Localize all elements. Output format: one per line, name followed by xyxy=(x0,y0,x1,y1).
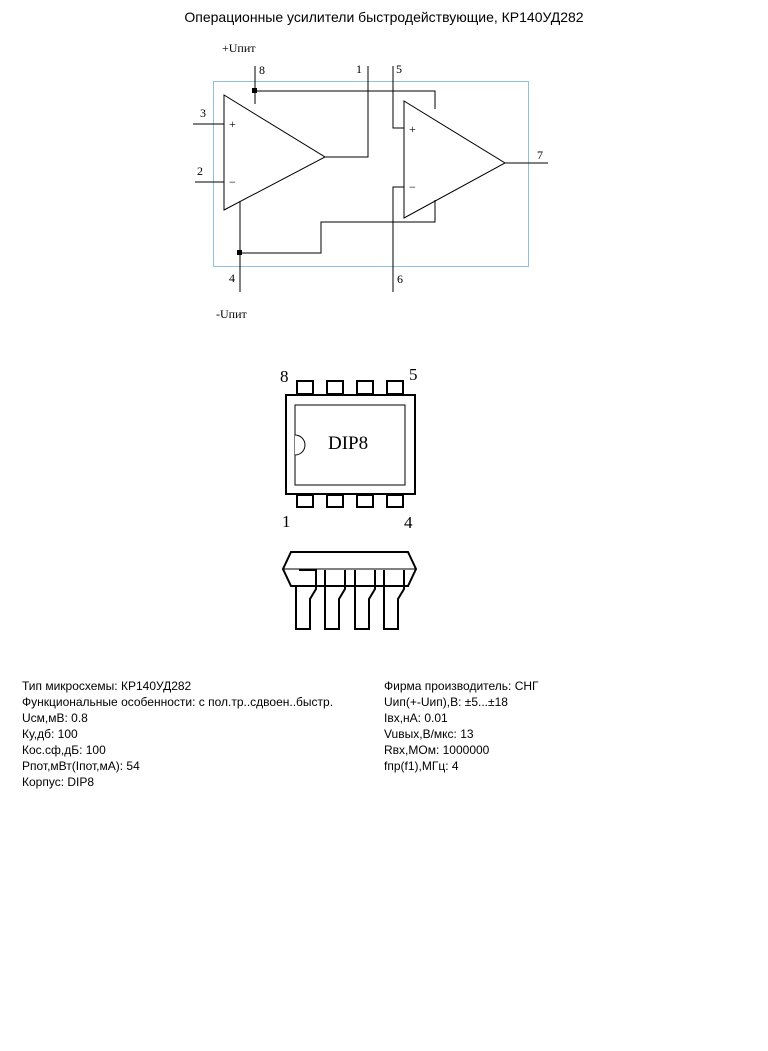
dip8-bottom-pin xyxy=(326,494,344,508)
opamp1-minus-sign: − xyxy=(229,175,236,189)
dip8-bottom-pin xyxy=(386,494,404,508)
wire-pin5 xyxy=(392,66,404,129)
pin-label-1: 1 xyxy=(356,62,362,76)
supply-pos-label: +Uпит xyxy=(222,41,256,55)
pin-label-2: 2 xyxy=(197,164,203,178)
spec-line: Vuвых,В/мкс: 13 xyxy=(384,727,474,741)
spec-line: Функциональные особенности: с пол.тр..сд… xyxy=(22,695,334,709)
spec-line: Uип(+-Uип),В: ±5...±18 xyxy=(384,695,508,709)
pin-label-8: 8 xyxy=(259,63,265,77)
dip8-notch xyxy=(294,434,306,456)
supply-neg-label: -Uпит xyxy=(216,307,248,321)
spec-line: Rвх,МОм: 1000000 xyxy=(384,743,490,757)
spec-line: Фирма производитель: СНГ xyxy=(384,679,539,693)
dip8-top-pin xyxy=(386,380,404,395)
opamp1-plus-sign: + xyxy=(229,117,236,131)
dip8-side-lead xyxy=(383,570,405,630)
package-label: DIP8 xyxy=(328,433,368,454)
pin-label-7: 7 xyxy=(537,148,543,162)
opamp2-triangle xyxy=(403,100,506,219)
spec-line: fпр(f1),МГц: 4 xyxy=(384,759,459,773)
opamp2-plus-sign: + xyxy=(409,122,416,136)
package-pin-4: 4 xyxy=(404,513,413,532)
spec-line: Корпус: DIP8 xyxy=(22,775,95,789)
opamp1-triangle xyxy=(223,94,327,211)
spec-line: Uсм,мВ: 0.8 xyxy=(22,711,88,725)
dip8-side-lead xyxy=(354,570,376,630)
package-pin-5: 5 xyxy=(409,365,418,384)
specs-left-column: Тип микросхемы: КР140УД282 Функциональны… xyxy=(22,678,333,790)
dip8-top-pin xyxy=(296,380,314,395)
dip8-side-view xyxy=(281,551,418,630)
package-pin-1: 1 xyxy=(282,512,291,531)
wire-vpos-bus xyxy=(255,90,436,109)
dip8-top-pin xyxy=(356,380,374,395)
dip8-bottom-pin xyxy=(296,494,314,508)
wire-vneg-bus xyxy=(240,200,436,254)
spec-line: Тип микросхемы: КР140УД282 xyxy=(22,679,192,693)
page-title: Операционные усилители быстродействующие… xyxy=(184,9,584,25)
spec-line: Iвх,нА: 0.01 xyxy=(384,711,448,725)
dip8-top-pin xyxy=(326,380,344,395)
dip8-body-outer xyxy=(285,394,416,495)
pin-label-3: 3 xyxy=(200,106,206,120)
package-pin-8: 8 xyxy=(280,367,289,386)
wire-pin1 xyxy=(325,66,369,158)
spec-line: Ку,дб: 100 xyxy=(22,727,78,741)
pin-label-5: 5 xyxy=(396,62,402,76)
opamp2-minus-sign: − xyxy=(409,180,416,194)
schematic-wires xyxy=(193,66,548,292)
dip8-side-lead xyxy=(295,569,317,630)
wire-pin6 xyxy=(392,186,404,292)
specs-right-column: Фирма производитель: СНГ Uип(+-Uип),В: ±… xyxy=(384,678,539,774)
chip-boundary-frame xyxy=(213,81,529,267)
junction-dot-vpos xyxy=(252,88,257,93)
spec-line: Pпот,мВт(Iпот,мА): 54 xyxy=(22,759,140,773)
junction-dot-vneg xyxy=(237,250,242,255)
dip8-side-lead xyxy=(324,570,346,630)
dip8-side-body xyxy=(281,551,418,587)
spec-line: Кос.сф,дБ: 100 xyxy=(22,743,106,757)
pin-label-6: 6 xyxy=(397,272,403,286)
dip8-bottom-pin xyxy=(356,494,374,508)
pin-label-4: 4 xyxy=(229,271,235,285)
